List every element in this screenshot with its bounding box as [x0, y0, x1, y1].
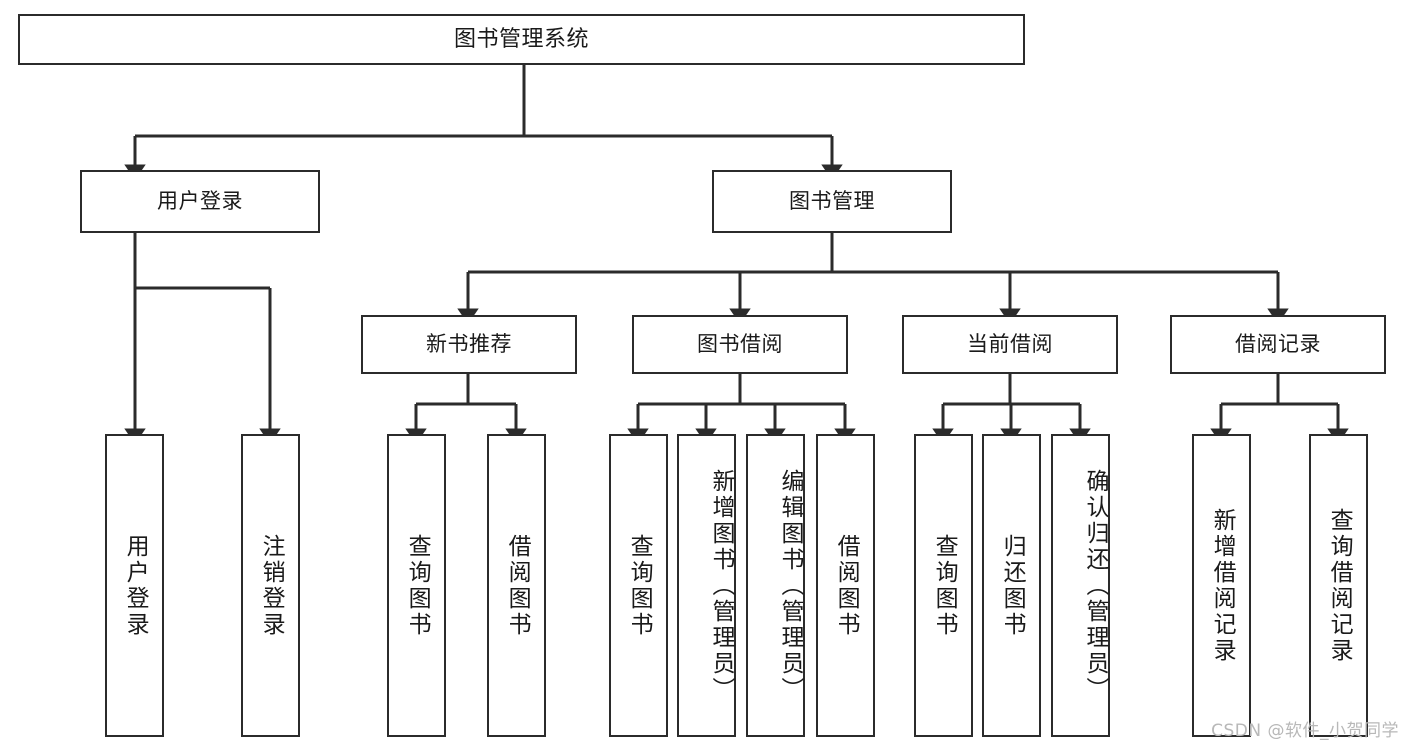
leaf-record-query-borrow-record[interactable]: 查询借阅记录	[1309, 434, 1368, 737]
node-book-management[interactable]: 图书管理	[712, 170, 952, 233]
node-new-book-recommend[interactable]: 新书推荐	[361, 315, 577, 374]
leaf-user-login-signin[interactable]: 用户登录	[105, 434, 164, 737]
leaf-current-return-book[interactable]: 归还图书	[982, 434, 1041, 737]
leaf-current-query-book[interactable]: 查询图书	[914, 434, 973, 737]
node-book-borrow[interactable]: 图书借阅	[632, 315, 848, 374]
leaf-record-add-borrow-record[interactable]: 新增借阅记录	[1192, 434, 1251, 737]
node-user-login[interactable]: 用户登录	[80, 170, 320, 233]
leaf-current-confirm-return-admin[interactable]: 确认归还（管理员）	[1051, 434, 1110, 737]
leaf-borrow-edit-book-admin[interactable]: 编辑图书（管理员）	[746, 434, 805, 737]
leaf-newbook-query-book[interactable]: 查询图书	[387, 434, 446, 737]
leaf-borrow-add-book-admin[interactable]: 新增图书（管理员）	[677, 434, 736, 737]
leaf-borrow-borrow-book[interactable]: 借阅图书	[816, 434, 875, 737]
node-current-borrow[interactable]: 当前借阅	[902, 315, 1118, 374]
node-borrow-record[interactable]: 借阅记录	[1170, 315, 1386, 374]
node-root-library-system[interactable]: 图书管理系统	[18, 14, 1025, 65]
csdn-watermark: CSDN @软件_小贺同学	[1211, 721, 1399, 741]
leaf-user-login-signout[interactable]: 注销登录	[241, 434, 300, 737]
leaf-newbook-borrow-book[interactable]: 借阅图书	[487, 434, 546, 737]
leaf-borrow-query-book[interactable]: 查询图书	[609, 434, 668, 737]
